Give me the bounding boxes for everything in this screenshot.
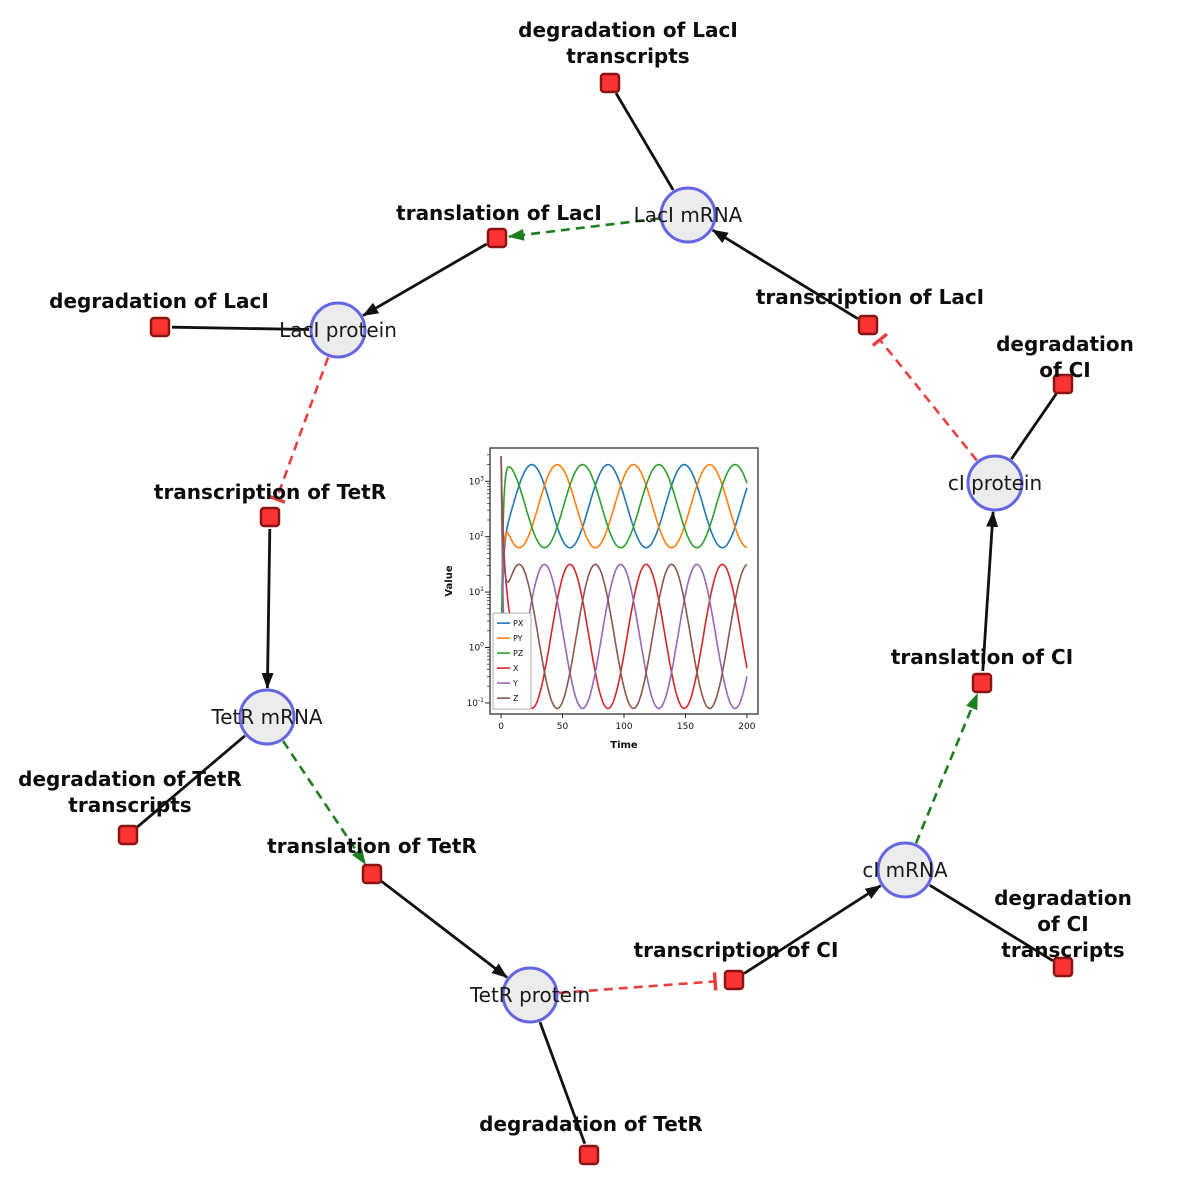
legend-label-Y: Y xyxy=(512,679,518,688)
y-axis-label: Value xyxy=(444,565,455,596)
y-tick-label-1e1: 101 xyxy=(469,586,484,598)
reaction-node-translation-tetr xyxy=(361,863,383,885)
edge-product-transcription-ci-to-ci-mrna xyxy=(743,884,882,975)
edge-product-translation-laci-to-laci-protein xyxy=(362,242,488,317)
reaction-node-degradation-ci-transcripts xyxy=(1052,956,1074,978)
species-node-tetr-mrna xyxy=(238,688,296,746)
reaction-node-transcription-ci xyxy=(723,969,745,991)
x-tick-label-50: 50 xyxy=(557,722,569,732)
edge-product-transcription-tetr-to-tetr-mrna xyxy=(261,528,274,689)
edge-inhibition-tetr-protein-to-transcription-ci xyxy=(558,972,718,995)
legend-box xyxy=(492,612,532,710)
species-node-ci-mrna xyxy=(876,841,934,899)
edge-inhibition-laci-protein-to-transcription-tetr xyxy=(267,356,330,504)
legend-label-PZ: PZ xyxy=(513,649,524,658)
edge-consumption-ci-protein-to-degradation-ci xyxy=(1010,393,1058,460)
inset-chart-svg: 10-1 100 101 102 103 0 50 100 150 200 PX PY PZ XYZ Tim… xyxy=(444,447,759,751)
edge-product-translation-ci-to-ci-protein xyxy=(981,510,999,672)
axes-ticks: 10-1 100 101 102 103 0 50 100 150 200 xyxy=(467,454,756,732)
species-node-laci-protein xyxy=(309,301,367,359)
series-line-PY xyxy=(500,463,748,709)
edge-product-translation-tetr-to-tetr-protein xyxy=(380,880,508,979)
edge-product-transcription-laci-to-laci-mrna xyxy=(711,228,859,320)
species-node-tetr-protein xyxy=(501,966,559,1024)
y-tick-label-1e-1: 10-1 xyxy=(467,697,485,709)
x-tick-label-0: 0 xyxy=(498,722,504,732)
edge-consumption-tetr-protein-to-degradation-tetr xyxy=(538,1021,587,1145)
reaction-node-translation-ci xyxy=(971,672,993,694)
reaction-node-transcription-laci xyxy=(857,314,879,336)
legend-label-PX: PX xyxy=(513,619,524,628)
x-tick-label-100: 100 xyxy=(615,722,632,732)
legend-label-Z: Z xyxy=(513,694,519,703)
edge-modifier-laci-mrna-to-translation-laci xyxy=(507,217,660,241)
series-line-X xyxy=(500,456,748,710)
reaction-node-degradation-ci xyxy=(1052,373,1074,395)
y-tick-label-1e2: 102 xyxy=(469,531,484,543)
nodes-group xyxy=(117,72,1074,1166)
edges-group xyxy=(136,92,1058,1145)
series-line-PZ xyxy=(500,463,748,709)
edge-consumption-laci-protein-to-degradation-laci xyxy=(171,325,310,331)
reaction-node-degradation-tetr-transcripts xyxy=(117,824,139,846)
series-group xyxy=(500,456,748,710)
chart-legend: PX PY PZ XYZ xyxy=(492,612,532,710)
series-line-Y xyxy=(500,456,748,710)
reaction-node-degradation-laci-transcripts xyxy=(599,72,621,94)
edge-consumption-tetr-mrna-to-degradation-tetr-transcripts xyxy=(136,734,246,829)
species-node-ci-protein xyxy=(966,454,1024,512)
legend-label-X: X xyxy=(513,664,519,673)
legend-label-PY: PY xyxy=(513,634,523,643)
edge-modifier-tetr-mrna-to-translation-tetr xyxy=(282,740,367,865)
x-tick-label-150: 150 xyxy=(677,722,694,732)
series-line-PX xyxy=(500,463,748,709)
species-node-laci-mrna xyxy=(659,186,717,244)
edge-inhibition-ci-protein-to-transcription-laci xyxy=(871,332,978,462)
edge-consumption-ci-mrna-to-degradation-ci-transcripts xyxy=(928,884,1054,962)
x-axis-label: Time xyxy=(610,740,638,751)
y-tick-label-1e3: 103 xyxy=(469,475,484,487)
edge-consumption-laci-mrna-to-degradation-laci-transcripts xyxy=(614,92,675,191)
series-line-Z xyxy=(500,456,748,710)
reaction-node-degradation-tetr xyxy=(578,1144,600,1166)
y-tick-label-1e0: 100 xyxy=(469,642,484,654)
reaction-node-degradation-laci xyxy=(149,316,171,338)
x-tick-label-200: 200 xyxy=(738,722,755,732)
reaction-node-translation-laci xyxy=(486,227,508,249)
edge-modifier-ci-mrna-to-translation-ci xyxy=(914,693,979,844)
plot-border xyxy=(489,447,759,715)
reaction-node-transcription-tetr xyxy=(259,506,281,528)
